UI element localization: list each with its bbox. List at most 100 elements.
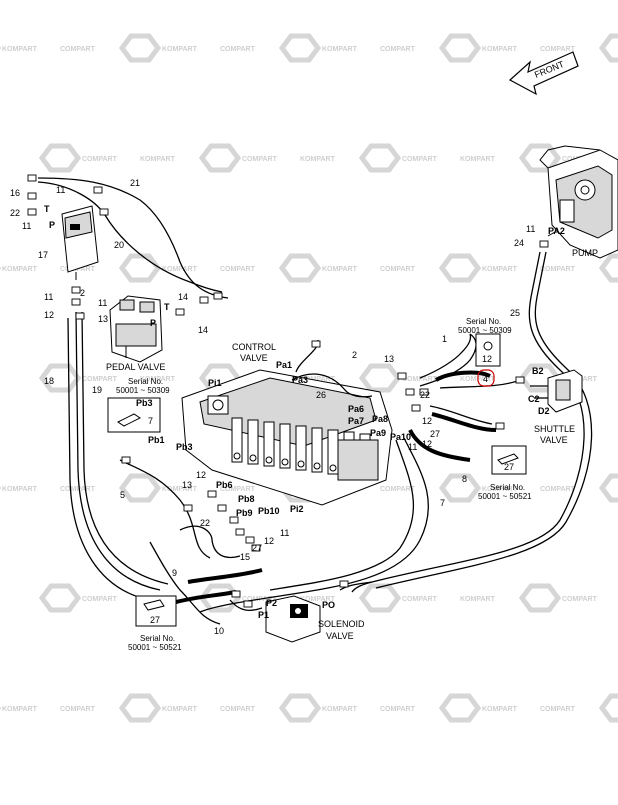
callout-Pb3: Pb3 bbox=[176, 442, 193, 452]
serial-a-range: 50001 ~ 50309 bbox=[458, 326, 512, 335]
callout-1: 1 bbox=[442, 334, 447, 344]
callout-C2: C2 bbox=[528, 394, 540, 404]
serial-d-range: 50001 ~ 50521 bbox=[128, 643, 182, 652]
callout-15: 15 bbox=[240, 552, 250, 562]
callout-12: 12 bbox=[422, 416, 432, 426]
callout-2: 2 bbox=[80, 288, 85, 298]
spool-cap bbox=[297, 460, 305, 468]
hose-fitting bbox=[235, 528, 245, 536]
valve-spool bbox=[247, 419, 259, 465]
callout-8: 8 bbox=[462, 474, 467, 484]
hose-fitting bbox=[71, 286, 81, 294]
watermark-logo: KOMPART bbox=[300, 376, 336, 383]
callout-Pa9: Pa9 bbox=[370, 428, 386, 438]
valve-spool bbox=[231, 417, 243, 463]
hose-fitting bbox=[121, 456, 131, 464]
watermark-logo bbox=[118, 693, 162, 723]
watermark-logo: KOMPART bbox=[482, 266, 518, 273]
watermark-logo bbox=[278, 33, 322, 63]
callout-27: 27 bbox=[150, 615, 160, 625]
shuttle-valve-label-2: VALVE bbox=[540, 435, 568, 445]
watermark-logo: COMPART bbox=[60, 46, 96, 53]
watermark-logo bbox=[438, 693, 482, 723]
hose-fitting bbox=[411, 404, 421, 412]
serial-d-label: Serial No. bbox=[140, 634, 175, 643]
watermark-logo bbox=[38, 363, 82, 393]
watermark-logo: KOMPART bbox=[162, 706, 198, 713]
callout-P: P bbox=[49, 220, 55, 230]
highlight-part-4 bbox=[477, 369, 495, 387]
hose-fitting bbox=[217, 504, 227, 512]
callout-27: 27 bbox=[504, 462, 514, 472]
watermark-logo bbox=[278, 253, 322, 283]
control-valve-label-1: CONTROL bbox=[232, 342, 276, 352]
callout-12: 12 bbox=[264, 536, 274, 546]
callout-22: 22 bbox=[420, 390, 430, 400]
hose-fitting bbox=[539, 240, 549, 248]
solenoid-valve-label-1: SOLENOID bbox=[318, 619, 365, 629]
callout-P1: P1 bbox=[258, 610, 269, 620]
watermark-logo: COMPART bbox=[540, 486, 576, 493]
callout-11: 11 bbox=[22, 221, 31, 231]
callout-17: 17 bbox=[38, 250, 48, 260]
hose-fitting bbox=[213, 292, 223, 300]
watermark-logo: KOMPART bbox=[482, 46, 518, 53]
spool-cap bbox=[265, 456, 273, 464]
hose-fitting bbox=[495, 422, 505, 430]
watermark-logo: KOMPART bbox=[460, 156, 496, 163]
watermark-logo: COMPART bbox=[540, 706, 576, 713]
callout-13: 13 bbox=[98, 314, 108, 324]
watermark-logo: COMPART bbox=[380, 266, 416, 273]
watermark-logo bbox=[438, 33, 482, 63]
watermark-logo: COMPART bbox=[220, 706, 256, 713]
callout-Pb8: Pb8 bbox=[238, 494, 255, 504]
watermark-logo: COMPART bbox=[380, 706, 416, 713]
callout-Pb6: Pb6 bbox=[216, 480, 233, 490]
watermark-logo bbox=[598, 33, 618, 63]
shuttle-valve bbox=[530, 369, 583, 413]
watermark-logo: COMPART bbox=[82, 596, 118, 603]
watermark-logo: COMPART bbox=[242, 156, 278, 163]
control-valve bbox=[181, 369, 393, 506]
valve-spool bbox=[263, 421, 275, 467]
callout-25: 25 bbox=[510, 308, 520, 318]
callout-2: 2 bbox=[352, 350, 357, 360]
hose-fitting bbox=[207, 490, 217, 498]
watermark-logo bbox=[438, 473, 482, 503]
callout-Pi1: Pi1 bbox=[208, 378, 222, 388]
hose-fitting bbox=[93, 186, 103, 194]
watermark-logo: COMPART bbox=[60, 486, 96, 493]
front-arrow: FRONT bbox=[508, 51, 579, 96]
hose-fitting bbox=[75, 312, 85, 320]
callout-14: 14 bbox=[178, 292, 188, 302]
serial-box-b bbox=[107, 397, 161, 433]
pump-label: PUMP bbox=[572, 248, 598, 258]
callout-Pa8: Pa8 bbox=[372, 414, 388, 424]
watermark-logo bbox=[118, 33, 162, 63]
watermark-logo: KOMPART bbox=[2, 486, 38, 493]
callout-Pb9: Pb9 bbox=[236, 508, 253, 518]
callout-14: 14 bbox=[198, 325, 208, 335]
serial-a-label: Serial No. bbox=[466, 317, 501, 326]
solenoid-valve bbox=[265, 581, 373, 643]
callout-Pb3: Pb3 bbox=[136, 398, 153, 408]
watermark-logo: KOMPART bbox=[482, 486, 518, 493]
watermark-logo: COMPART bbox=[82, 156, 118, 163]
hose-fitting bbox=[515, 376, 525, 384]
spool-cap bbox=[249, 454, 257, 462]
watermark-logo bbox=[38, 583, 82, 613]
watermark-logo bbox=[598, 253, 618, 283]
hose-fitting bbox=[27, 192, 37, 200]
watermark-logo: KOMPART bbox=[162, 486, 198, 493]
callout-13: 13 bbox=[182, 480, 192, 490]
hose-fitting bbox=[405, 388, 415, 396]
callout-5: 5 bbox=[120, 490, 125, 500]
pedal-valve-label: PEDAL VALVE bbox=[106, 362, 165, 372]
callout-19: 19 bbox=[92, 385, 102, 395]
hose-fitting bbox=[71, 298, 81, 306]
pedal-valve bbox=[109, 295, 163, 363]
hose-fitting bbox=[251, 544, 261, 552]
watermark-logo bbox=[38, 143, 82, 173]
spool-cap bbox=[329, 464, 337, 472]
